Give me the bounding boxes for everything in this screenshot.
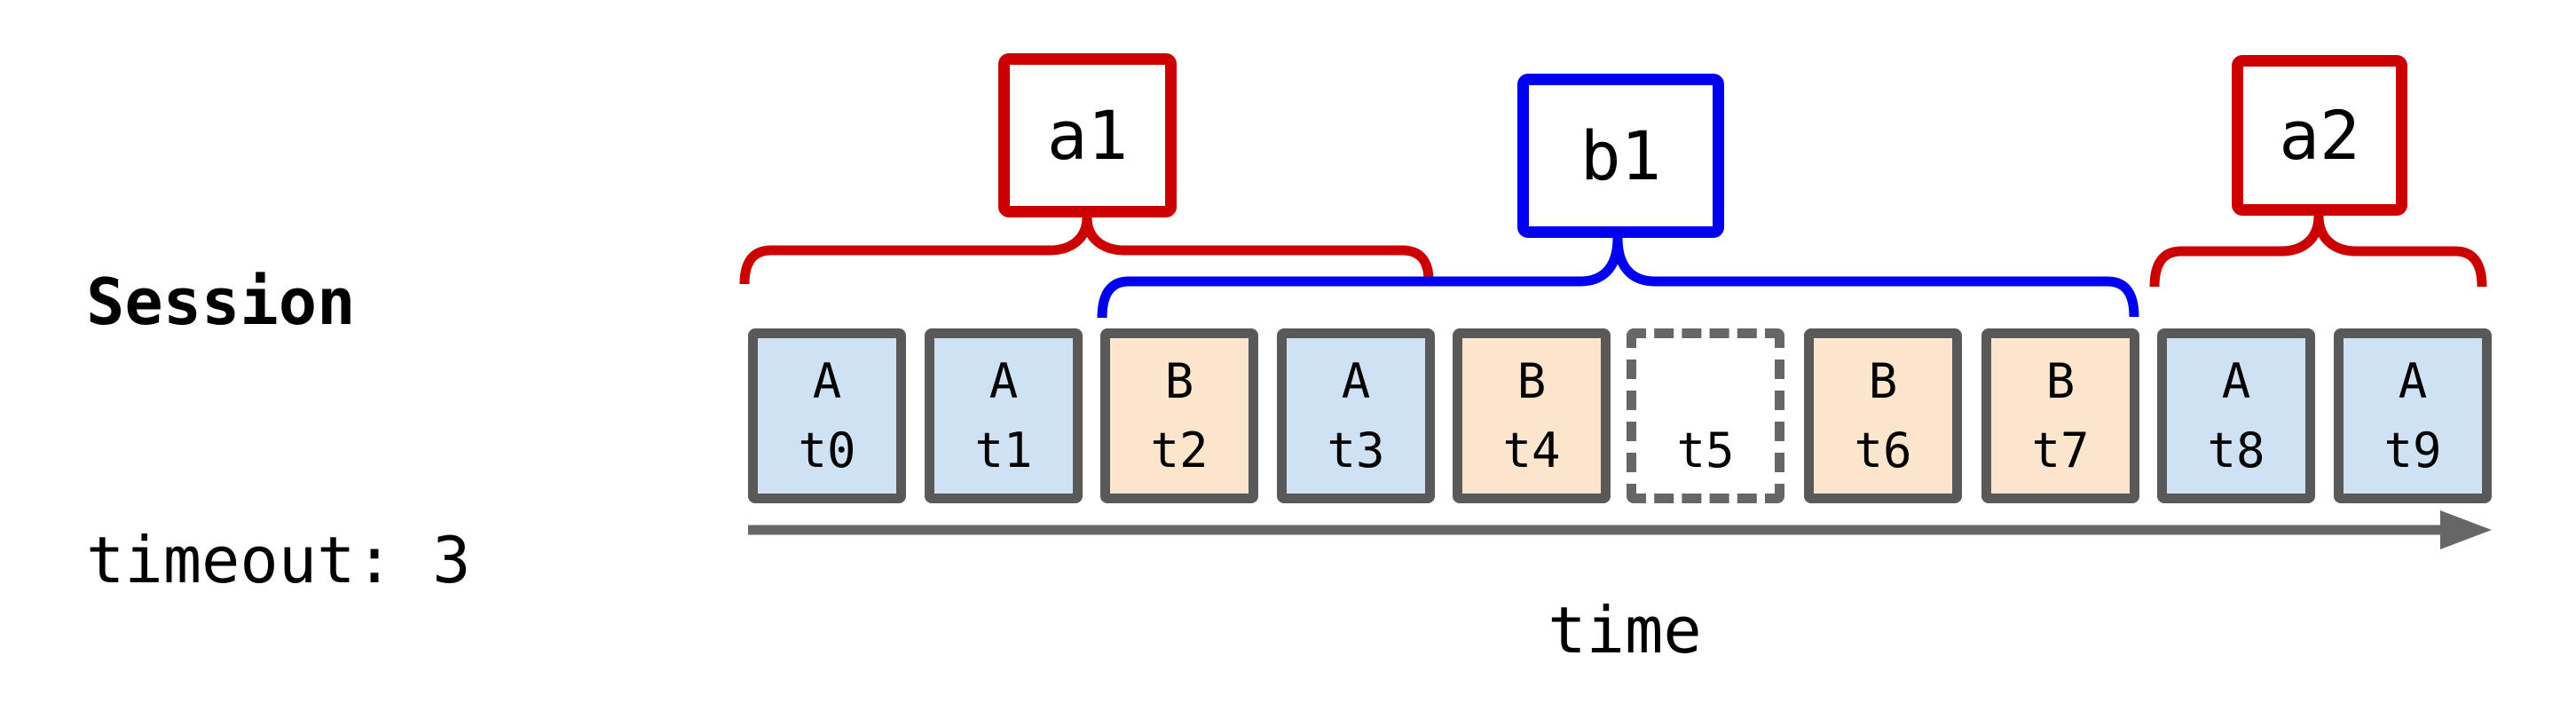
- session-caption: Session timeout: 3: [86, 87, 470, 703]
- caption-title: Session: [86, 265, 356, 339]
- event-letter: B: [1516, 352, 1547, 409]
- event-time: t7: [2031, 422, 2090, 478]
- session-a2-label-box: a2: [2232, 55, 2407, 216]
- session-b1-brace: [1097, 237, 2139, 319]
- event-box-t0: A t0: [748, 328, 906, 503]
- event-time: t1: [974, 422, 1033, 478]
- event-letter: A: [2398, 352, 2428, 409]
- event-box-t5-missing: t5: [1627, 328, 1784, 503]
- event-time: t6: [1854, 422, 1912, 478]
- caption-subtitle: timeout: 3: [86, 523, 471, 597]
- event-time: t2: [1150, 422, 1209, 478]
- event-time: t9: [2383, 422, 2442, 478]
- session-a2-label: a2: [2279, 96, 2360, 175]
- event-time: t3: [1327, 422, 1385, 478]
- event-time: t5: [1676, 422, 1735, 478]
- session-b1-label: b1: [1579, 116, 1662, 195]
- session-a1-brace: [739, 217, 1434, 285]
- event-time: t0: [798, 422, 856, 478]
- session-a1-label-box: a1: [998, 53, 1177, 217]
- event-box-t9: A t9: [2334, 328, 2492, 503]
- event-box-t2: B t2: [1100, 328, 1258, 503]
- event-letter: B: [2045, 352, 2076, 409]
- event-letter: A: [812, 352, 842, 409]
- time-axis-arrowhead-icon: [2440, 510, 2492, 549]
- event-box-t4: B t4: [1453, 328, 1611, 503]
- event-box-t6: B t6: [1804, 328, 1962, 503]
- event-letter: B: [1868, 352, 1898, 409]
- event-box-t8: A t8: [2157, 328, 2315, 503]
- session-a1-label: a1: [1046, 96, 1129, 175]
- event-letter: A: [989, 352, 1019, 409]
- event-time: t4: [1502, 422, 1561, 478]
- event-box-t1: A t1: [925, 328, 1083, 503]
- session-a2-brace: [2149, 215, 2487, 288]
- event-letter: B: [1164, 352, 1194, 409]
- event-box-t7: B t7: [1981, 328, 2139, 503]
- session-b1-label-box: b1: [1517, 74, 1724, 238]
- time-axis-label: time: [1548, 593, 1702, 667]
- event-letter: A: [2221, 352, 2251, 409]
- event-box-t3: A t3: [1277, 328, 1435, 503]
- event-letter: A: [1341, 352, 1371, 409]
- event-time: t8: [2207, 422, 2265, 478]
